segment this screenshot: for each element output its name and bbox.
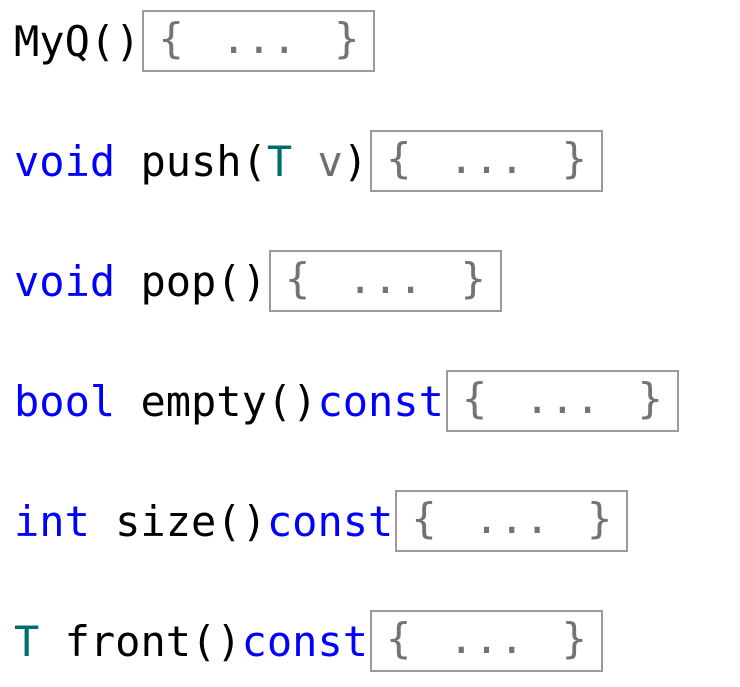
code-line-pop: void pop() { ... } (14, 250, 740, 312)
code-token: T (14, 616, 40, 666)
code-token: const (317, 376, 444, 426)
code-token: empty() (115, 376, 318, 426)
code-token: int (14, 496, 90, 546)
fold-box-front-body[interactable]: { ... } (370, 610, 604, 672)
code-editor: MyQ() { ... } void push( T v ) { ... } v… (14, 10, 740, 672)
code-token: front() (39, 616, 242, 666)
code-token: T (266, 136, 293, 186)
fold-box-constructor-body[interactable]: { ... } (142, 10, 376, 72)
code-line-front: T front() const { ... } (14, 610, 740, 672)
code-token: void (14, 256, 116, 306)
code-token: v (317, 136, 343, 186)
code-token: ) (342, 136, 369, 186)
fold-box-size-body[interactable]: { ... } (395, 490, 629, 552)
code-token: push( (115, 136, 267, 186)
code-line-empty: bool empty() const { ... } (14, 370, 740, 432)
code-token: const (241, 616, 369, 666)
code-token: bool (14, 376, 116, 426)
fold-box-push-body[interactable]: { ... } (370, 130, 604, 192)
code-token: size() (89, 496, 267, 546)
code-token: const (266, 496, 394, 546)
code-token: pop() (115, 256, 267, 306)
code-line-push: void push( T v ) { ... } (14, 130, 740, 192)
code-token: void (14, 136, 116, 186)
code-token (292, 137, 317, 186)
code-line-myq-constructor: MyQ() { ... } (14, 10, 740, 72)
code-line-size: int size() const { ... } (14, 490, 740, 552)
fold-box-empty-body[interactable]: { ... } (445, 370, 679, 432)
fold-box-pop-body[interactable]: { ... } (268, 250, 502, 312)
code-token: MyQ() (14, 16, 141, 66)
